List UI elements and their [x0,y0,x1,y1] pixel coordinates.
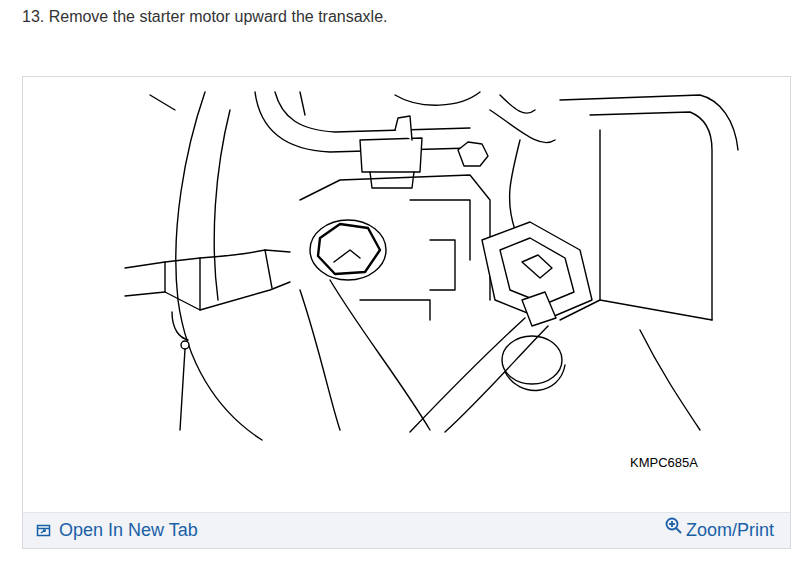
zoom-print-link: Zoom/Print [686,520,774,541]
starter-drawing [125,92,738,440]
label-slot: Zoom/Print [686,520,774,541]
figure-frame [23,77,791,549]
open-tab-link: Open In New Tab [59,520,198,541]
label-slot: KMPC685A [630,453,698,471]
step-instruction: 13. Remove the starter motor upward the … [22,8,388,26]
title-slot: 13. Remove the starter motor upward the … [22,8,388,26]
label-slot: Open In New Tab [59,520,198,541]
toolbar-bar [23,512,790,548]
figure-code: KMPC685A [630,455,698,470]
toolbar-divider [23,512,790,513]
open-tab-icon [38,526,50,536]
zoom-icon [667,519,682,534]
